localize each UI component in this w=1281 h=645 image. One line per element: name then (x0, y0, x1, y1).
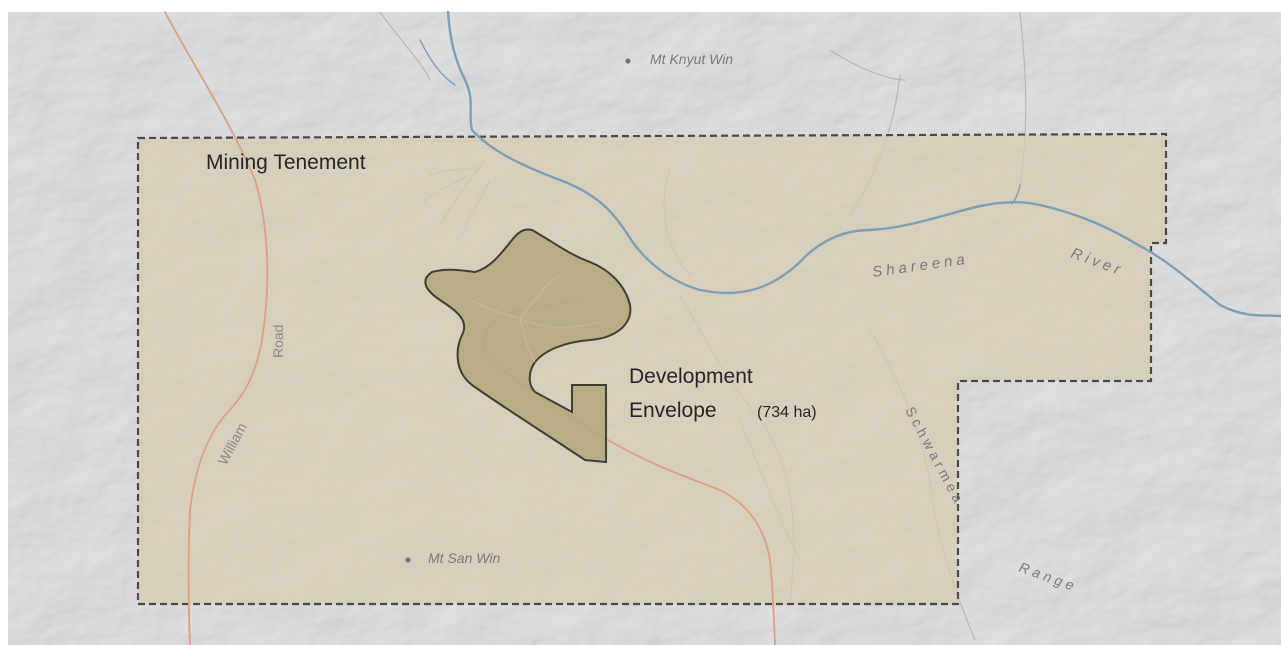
river-network (419, 10, 1281, 318)
shareena-river (446, 10, 1281, 318)
mining-tenement-label: Mining Tenement (206, 151, 366, 174)
peak-label-south: Mt San Win (428, 550, 500, 566)
road-label-road: Road (270, 325, 286, 358)
mining-tenement-area[interactable] (136, 132, 1168, 606)
development-envelope-area-label: (734 ha) (757, 404, 817, 421)
envelope-internal-tracks (469, 274, 601, 363)
development-envelope-label-line1: Development (629, 365, 753, 388)
development-envelope-label-line2: Envelope (629, 399, 717, 422)
peak-marker-south (405, 557, 411, 563)
william-road (164, 11, 269, 645)
peak-marker-north (625, 58, 631, 64)
peak-label-north: Mt Knyut Win (650, 51, 733, 67)
development-envelope[interactable] (424, 228, 632, 464)
north-tributary (1011, 184, 1021, 205)
upper-west-tributary (419, 39, 456, 86)
